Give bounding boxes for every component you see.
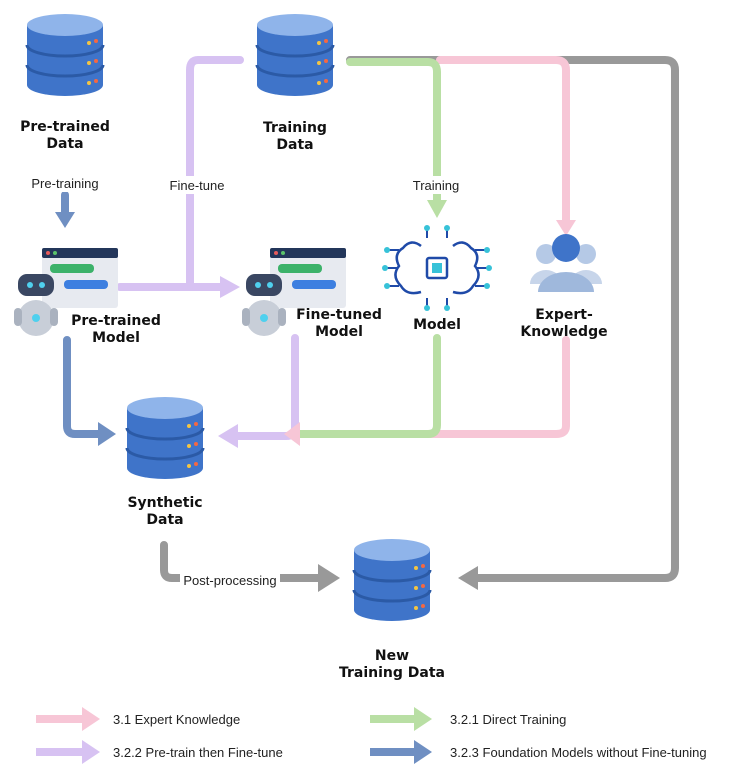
- edge-purple-finetuned-to-synthetic: [234, 334, 299, 440]
- database-icon-synthetic-data: [125, 395, 205, 481]
- synthetic-data-label-1: Synthetic: [127, 495, 202, 511]
- arrowhead-gray-new-right: [458, 566, 478, 590]
- edge-label-training: Training: [413, 178, 459, 193]
- expert-group-icon: [530, 234, 602, 292]
- legend-label-direct: 3.2.1 Direct Training: [450, 712, 566, 727]
- arrowhead-blue-pretrained-model: [55, 212, 75, 228]
- pretrained-data-label-1: Pre-trained: [20, 119, 110, 135]
- edges: [61, 56, 679, 582]
- edge-label-pretraining: Pre-training: [31, 176, 98, 191]
- arrowhead-gray-new-left: [318, 564, 340, 592]
- legend-label-pretrain-finetune: 3.2.2 Pre-train then Fine-tune: [113, 745, 283, 760]
- database-icon-new-training-data: [352, 537, 432, 623]
- ai-brain-icon: [380, 223, 494, 313]
- legend-item-expert: 3.1 Expert Knowledge: [36, 707, 240, 731]
- edge-label-postprocessing: Post-processing: [183, 573, 276, 588]
- edge-green-training-to-model: [346, 58, 441, 206]
- legend-item-pretrain-finetune: 3.2.2 Pre-train then Fine-tune: [36, 740, 283, 764]
- arrowhead-pink-expert: [556, 220, 576, 236]
- arrowheads: [55, 200, 576, 592]
- edge-gray-training-to-new: [346, 56, 679, 582]
- edge-green-model-to-synthetic: [288, 334, 441, 438]
- expert-knowledge-label-2: Knowledge: [520, 324, 607, 340]
- edge-blue-model-to-synthetic: [63, 336, 102, 438]
- new-training-data-label-2: Training Data: [339, 665, 445, 681]
- edge-gray-synthetic-to-new: [160, 541, 324, 582]
- legend: 3.1 Expert Knowledge 3.2.1 Direct Traini…: [36, 707, 707, 764]
- pretrained-model-label-1: Pre-trained: [71, 313, 161, 329]
- edge-pink-expert-to-synthetic: [296, 336, 570, 438]
- finetuned-model-label-1: Fine-tuned: [296, 307, 382, 323]
- database-icon-training-data: [255, 12, 335, 98]
- expert-knowledge-label-1: Expert-: [535, 307, 593, 323]
- legend-label-expert: 3.1 Expert Knowledge: [113, 712, 240, 727]
- edge-purple-training-to-finetune: [186, 56, 244, 290]
- arrowhead-pink-synthetic: [284, 422, 300, 446]
- new-training-data-label-1: New: [375, 648, 409, 664]
- arrowhead-purple-finetuned: [220, 276, 240, 298]
- legend-label-foundation: 3.2.3 Foundation Models without Fine-tun…: [450, 745, 707, 760]
- model-label: Model: [413, 317, 461, 333]
- arrowhead-purple-synthetic: [218, 424, 238, 448]
- edge-label-finetune: Fine-tune: [170, 178, 225, 193]
- synthetic-data-label-2: Data: [146, 512, 183, 528]
- pretrained-model-label-2: Model: [92, 330, 140, 346]
- legend-item-direct: 3.2.1 Direct Training: [370, 707, 566, 731]
- training-data-label-2: Data: [276, 137, 313, 153]
- legend-item-foundation: 3.2.3 Foundation Models without Fine-tun…: [370, 740, 707, 764]
- training-data-label-1: Training: [263, 120, 327, 136]
- database-icon-pretrained-data: [25, 12, 105, 98]
- arrowhead-blue-synthetic: [98, 422, 116, 446]
- pretrained-data-label-2: Data: [46, 136, 83, 152]
- edge-labels: Pre-training Fine-tune Training Post-pro…: [26, 174, 469, 590]
- arrowhead-green-model: [427, 200, 447, 218]
- edge-pink-training-to-expert: [436, 56, 570, 224]
- finetuned-model-label-2: Model: [315, 324, 363, 340]
- node-labels: Pre-trained Data Training Data Pre-train…: [20, 119, 608, 681]
